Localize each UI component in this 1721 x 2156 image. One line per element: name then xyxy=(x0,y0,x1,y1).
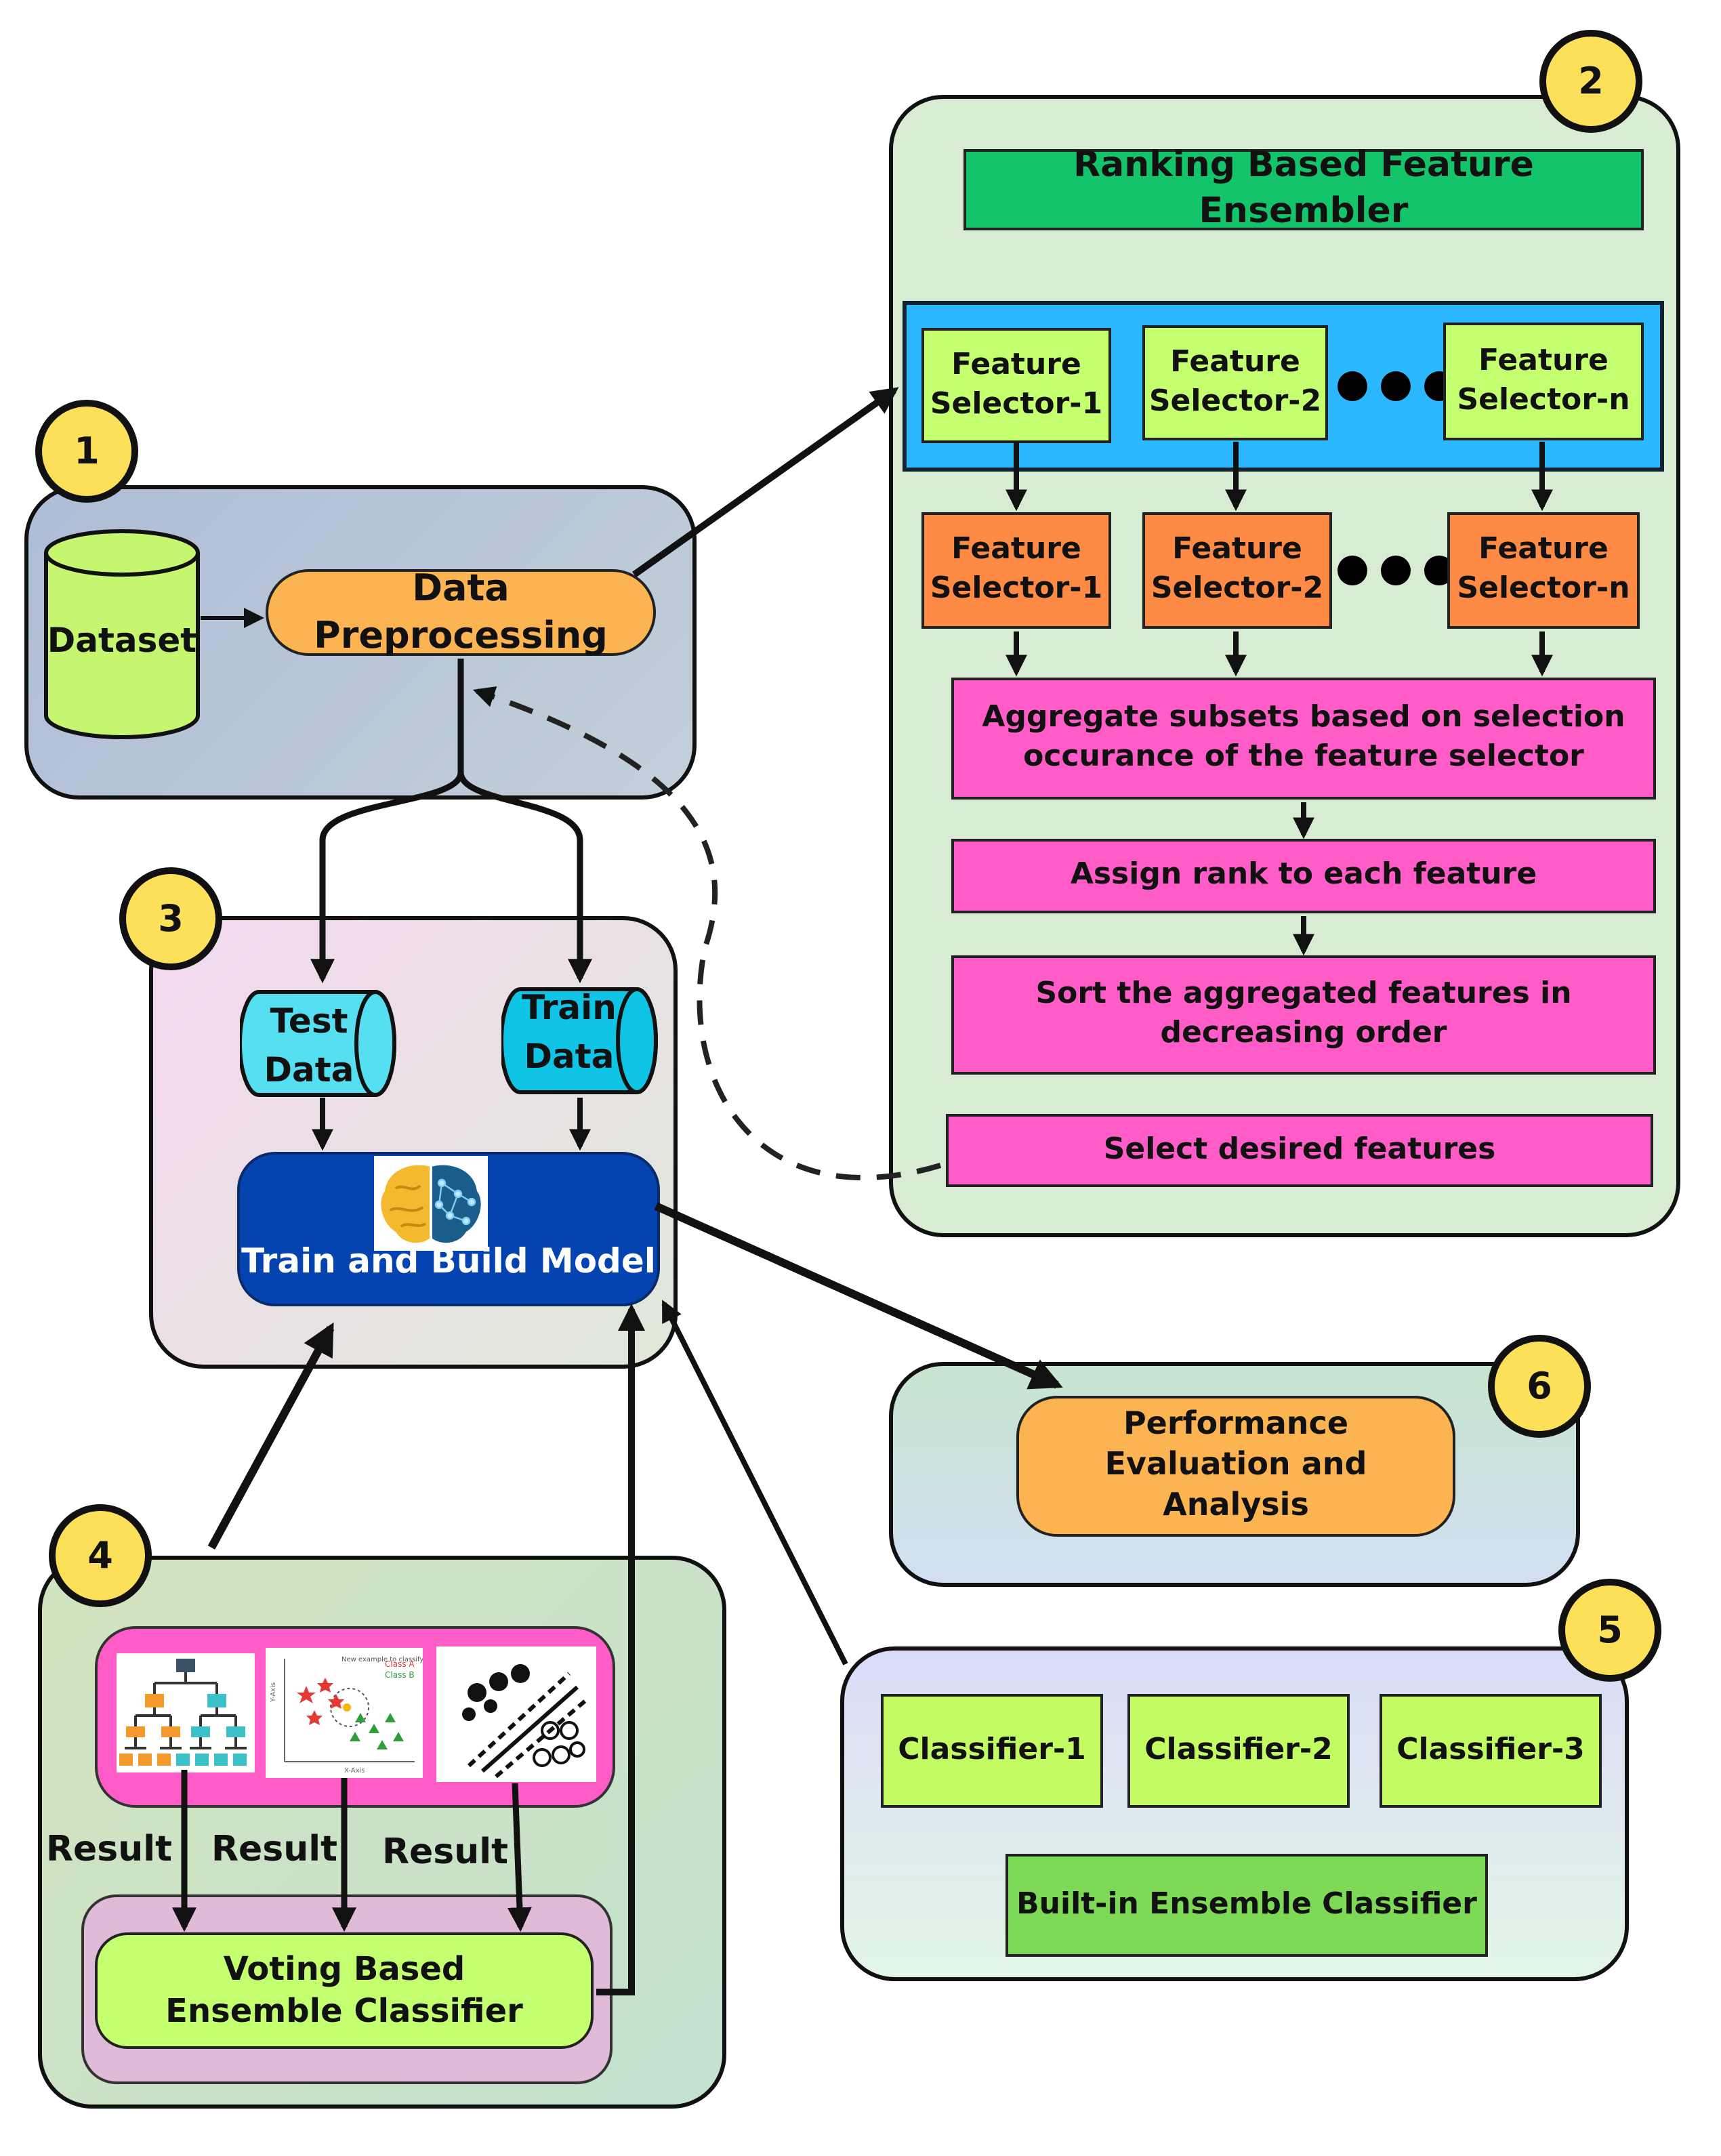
stage-5-badge: 5 xyxy=(1558,1579,1661,1682)
stage-4-badge: 4 xyxy=(49,1504,152,1607)
selector-top-n: Feature Selector-n xyxy=(1443,323,1644,440)
stage-3-badge: 3 xyxy=(119,867,222,970)
train-build-model-label: Train and Build Model xyxy=(241,1241,656,1281)
classifier-3: Classifier-3 xyxy=(1380,1694,1602,1808)
result-label-2: Result xyxy=(211,1829,337,1870)
selector-top-2: Feature Selector-2 xyxy=(1142,325,1328,440)
data-preprocessing-node: Data Preprocessing xyxy=(266,568,656,657)
decision-tree-icon xyxy=(117,1653,255,1773)
x-axis-label: X-Axis xyxy=(344,1767,365,1775)
svm-scatter-icon xyxy=(436,1646,596,1782)
builtin-ensemble-classifier: Built-in Ensemble Classifier xyxy=(1005,1854,1488,1957)
new-example-label: New example to classify xyxy=(341,1656,423,1663)
stage-2-badge: 2 xyxy=(1539,30,1642,133)
voting-ensemble-node: Voting Based Ensemble Classifier xyxy=(95,1932,594,2049)
selector-bottom-n: Feature Selector-n xyxy=(1447,512,1640,629)
selector-top-1: Feature Selector-1 xyxy=(921,328,1111,443)
test-data-label: Test Data xyxy=(264,1001,354,1090)
class-b-label: Class B xyxy=(385,1670,415,1680)
step-select-features: Select desired features xyxy=(946,1114,1653,1187)
train-data-label: Train Data xyxy=(522,988,617,1076)
knn-scatter-icon: Y-Axis X-Axis New example to classify Cl… xyxy=(266,1648,423,1778)
selector-bottom-2: Feature Selector-2 xyxy=(1142,512,1332,629)
step-aggregate-subsets: Aggregate subsets based on selection occ… xyxy=(951,678,1656,800)
dataset-cylinder-icon xyxy=(44,529,200,739)
performance-evaluation-node: Performance Evaluation and Analysis xyxy=(1016,1396,1455,1537)
y-axis-label: Y-Axis xyxy=(270,1682,277,1703)
class-a-label: Class A xyxy=(385,1659,415,1669)
dataset-label: Dataset xyxy=(47,621,197,660)
step-sort-features: Sort the aggregated features in decreasi… xyxy=(951,955,1656,1075)
ranking-ensembler-title: Ranking Based Feature Ensembler xyxy=(963,145,1644,232)
result-label-1: Result xyxy=(46,1829,172,1870)
ellipsis-top xyxy=(1338,371,1454,401)
brain-icon xyxy=(374,1156,488,1251)
classifier-2: Classifier-2 xyxy=(1127,1694,1350,1808)
step-assign-rank: Assign rank to each feature xyxy=(951,839,1656,913)
stage-6-badge: 6 xyxy=(1488,1335,1591,1438)
selector-bottom-1: Feature Selector-1 xyxy=(921,512,1111,629)
ellipsis-bottom xyxy=(1338,556,1454,585)
stage-1-badge: 1 xyxy=(35,400,138,503)
test-data-cylinder-icon xyxy=(240,990,396,1097)
classifier-1: Classifier-1 xyxy=(881,1694,1103,1808)
result-label-3: Result xyxy=(382,1832,508,1873)
